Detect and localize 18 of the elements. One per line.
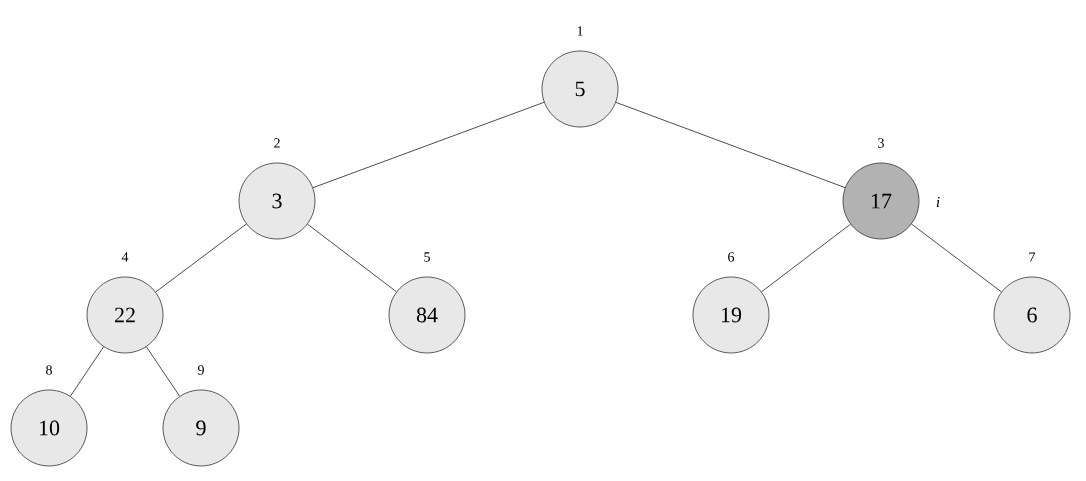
tree-edge bbox=[312, 101, 545, 189]
tree-edge bbox=[911, 223, 1002, 293]
index-label: 1 bbox=[577, 26, 583, 36]
index-label: 2 bbox=[274, 138, 280, 148]
index-label: 6 bbox=[728, 252, 735, 262]
tree-edge bbox=[615, 102, 846, 188]
index-label: 3 bbox=[878, 138, 884, 148]
index-label: 7 bbox=[1029, 252, 1036, 262]
tree-edge bbox=[155, 223, 247, 293]
variable-label: i bbox=[936, 197, 940, 207]
tree-edge bbox=[761, 223, 851, 293]
index-label: 9 bbox=[197, 365, 204, 375]
index-label: 8 bbox=[46, 365, 52, 375]
tree-edge bbox=[307, 223, 397, 293]
index-label: 4 bbox=[121, 252, 129, 262]
tree-edge bbox=[70, 346, 104, 397]
tree-edge bbox=[146, 346, 180, 397]
index-label: 5 bbox=[424, 252, 430, 262]
